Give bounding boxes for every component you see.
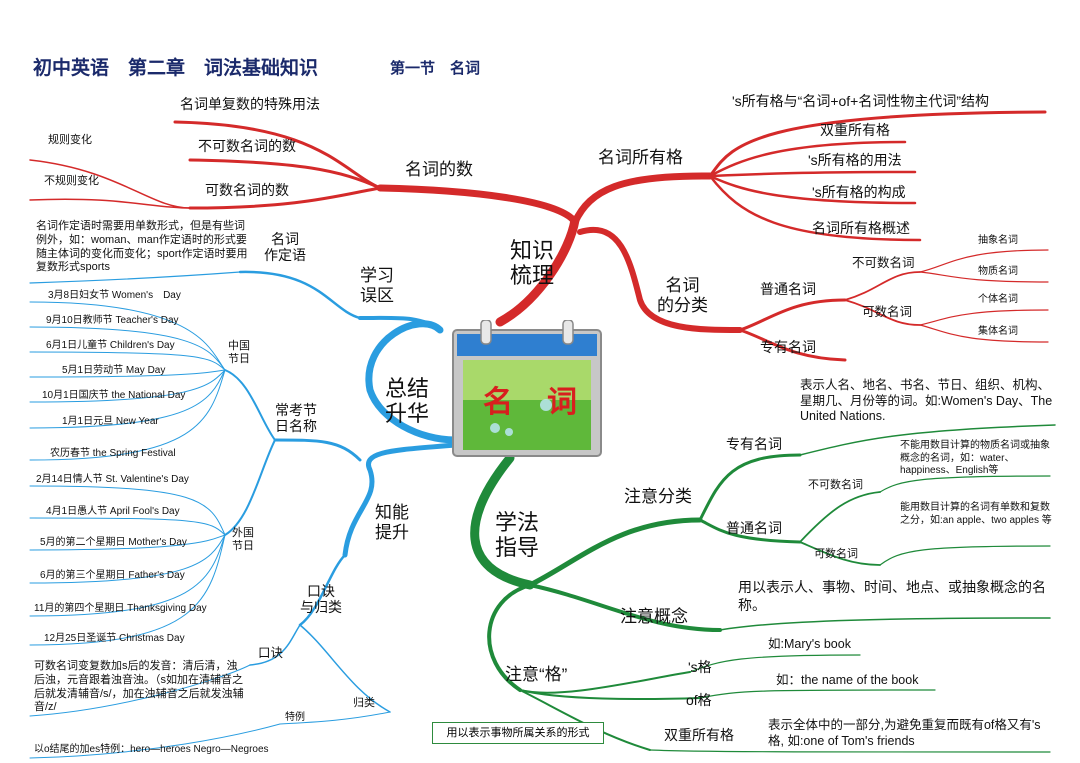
node-ability: 知能 提升 <box>375 503 409 542</box>
exception-text: 以o结尾的加es特例：hero—heroes Negro—Negroes <box>34 744 269 755</box>
node-double-possessive: 双重所有格 <box>820 122 890 138</box>
page-subtitle: 第一节 名词 <box>390 60 481 77</box>
uncountable-desc: 不能用数目计算的物质名词或抽象概念的名词，如：water、happiness、E… <box>900 440 1050 476</box>
page-title: 初中英语 第二章 词法基础知识 <box>33 58 319 79</box>
node-mistakes: 学习 误区 <box>360 266 394 305</box>
node-regular-change: 规则变化 <box>48 134 92 146</box>
node-common-noun-g: 普通名词 <box>726 520 782 536</box>
festival-item: 6月的第三个星期日 Father's Day <box>40 570 185 581</box>
blue-branches <box>29 270 459 759</box>
festival-item: 2月14日情人节 St. Valentine's Day <box>36 474 189 485</box>
node-abstract: 抽象名词 <box>978 235 1018 246</box>
node-material: 物质名词 <box>978 266 1018 277</box>
festival-item: 5月的第二个星期日 Mother's Day <box>40 537 187 548</box>
node-proper-noun-g: 专有名词 <box>726 436 782 452</box>
festival-item: 1月1日元旦 New Year <box>62 416 159 427</box>
node-china-festivals: 中国 节日 <box>228 340 250 365</box>
node-festivals: 常考节 日名称 <box>275 402 317 435</box>
node-rhyme-category: 口诀 与归类 <box>300 583 342 616</box>
node-exception: 特例 <box>285 712 305 723</box>
node-number-special: 名词单复数的特殊用法 <box>180 96 320 112</box>
node-countable: 可数名词 <box>862 305 913 319</box>
node-irregular-change: 不规则变化 <box>44 175 99 187</box>
node-category: 归类 <box>353 697 375 709</box>
festival-item: 5月1日劳动节 May Day <box>62 365 166 376</box>
festival-item: 9月10日教师节 Teacher's Day <box>46 315 179 326</box>
red-hub-label: 知识 梳理 <box>510 238 555 289</box>
node-classification: 名词 的分类 <box>657 276 708 315</box>
s-case-example: 如:Mary's book <box>768 637 851 651</box>
calendar-icon: 名 词 <box>451 319 603 458</box>
node-number-uncountable: 不可数名词的数 <box>198 138 296 154</box>
node-of-case: of格 <box>686 692 712 708</box>
node-s-usage: 's所有格的用法 <box>808 152 902 168</box>
red-branches <box>29 110 1049 362</box>
center-label: 名 词 <box>483 386 579 419</box>
festival-item: 10月1日国庆节 the National Day <box>42 390 186 401</box>
node-foreign-festivals: 外国 节日 <box>232 527 254 552</box>
countable-desc: 能用数目计算的名词有单数和复数之分，如:an apple、two apples … <box>900 502 1052 526</box>
festival-item: 6月1日儿童节 Children's Day <box>46 340 175 351</box>
node-proper-noun: 专有名词 <box>760 339 816 355</box>
node-attributive: 名词 作定语 <box>264 231 306 264</box>
node-rhyme: 口诀 <box>258 646 284 660</box>
festival-item: 4月1日愚人节 April Fool's Day <box>46 506 180 517</box>
node-concept-note: 注意概念 <box>620 607 688 626</box>
case-definition-box: 用以表示事物所属关系的形式 <box>432 722 604 744</box>
attributive-note: 名词作定语时需要用单数形式，但是有些词例外，如：woman、man作定语时的形式… <box>36 220 248 274</box>
concept-desc: 用以表示人、事物、时间、地点、或抽象概念的名称。 <box>738 579 1046 613</box>
of-case-example: 如：the name of the book <box>776 673 919 687</box>
festival-item: 12月25日圣诞节 Christmas Day <box>44 633 185 644</box>
node-possessive-structure: 's所有格与“名词+of+名词性物主代词”结构 <box>732 93 990 109</box>
festival-item: 11月的第四个星期日 Thanksgiving Day <box>34 603 207 614</box>
node-countable-g: 可数名词 <box>814 548 858 560</box>
node-collective: 集体名词 <box>978 326 1018 337</box>
node-s-case: 's格 <box>688 659 712 675</box>
node-case-note: 注意“格” <box>505 665 568 684</box>
node-noun-number: 名词的数 <box>405 160 473 179</box>
green-hub-label: 学法 指导 <box>495 510 540 561</box>
festival-item: 3月8日妇女节 Women's Day <box>48 290 181 301</box>
node-common-noun: 普通名词 <box>760 281 816 297</box>
node-uncountable: 不可数名词 <box>852 256 915 270</box>
node-s-formation: 's所有格的构成 <box>812 184 906 200</box>
double-desc: 表示全体中的一部分,为避免重复而既有of格又有's格, 如:one of Tom… <box>768 718 1041 748</box>
node-possessive-overview: 名词所有格概述 <box>812 220 910 236</box>
node-double-possessive-g: 双重所有格 <box>664 727 734 743</box>
node-possessive: 名词所有格 <box>598 148 683 167</box>
festival-item: 农历春节 the Spring Festival <box>50 448 176 459</box>
node-uncountable-g: 不可数名词 <box>808 479 863 491</box>
green-branches <box>470 424 1056 753</box>
rhyme-text: 可数名词变复数加s后的发音：清后清，浊后浊，元音跟着浊音浊。（s如加在清辅音之后… <box>34 660 244 714</box>
node-classify-note: 注意分类 <box>624 487 692 506</box>
proper-desc: 表示人名、地名、书名、节日、组织、机构、星期几、月份等的词。如:Women's … <box>800 378 1053 424</box>
node-individual: 个体名词 <box>978 294 1018 305</box>
blue-hub-label: 总结 升华 <box>385 376 430 427</box>
node-number-countable: 可数名词的数 <box>205 182 289 198</box>
